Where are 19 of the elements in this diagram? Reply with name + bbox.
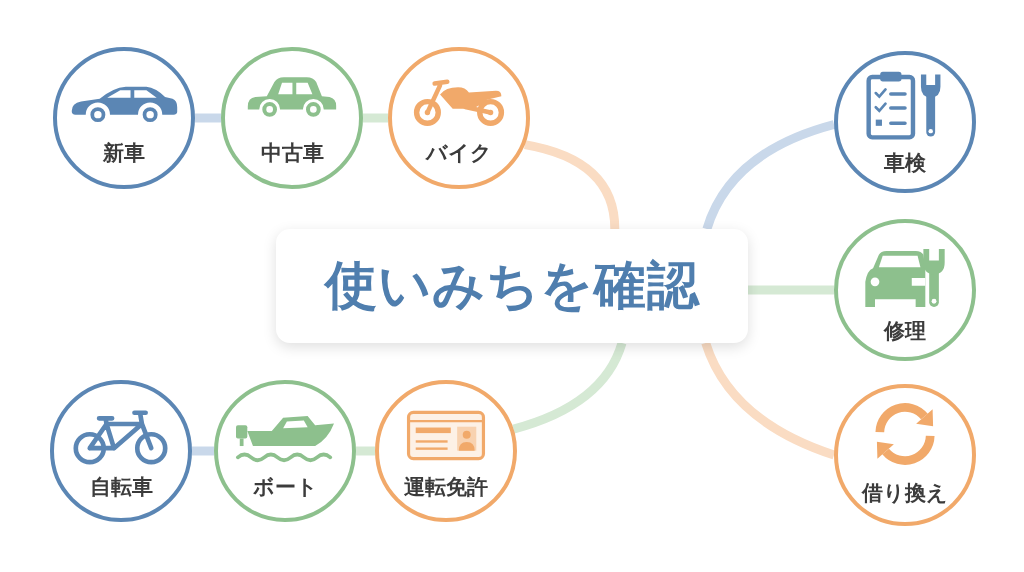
connector-line [363, 113, 388, 123]
connector-line [748, 285, 834, 295]
center-box: 使いみちを確認 [276, 229, 748, 343]
node-label: 運転免許 [404, 473, 488, 500]
node-label: 中古車 [260, 139, 324, 166]
node-label: 借り換え [862, 479, 948, 506]
node-label: 修理 [884, 317, 926, 344]
node-label: ボート [252, 473, 318, 500]
node-label: バイク [426, 139, 492, 166]
connector-line [701, 341, 836, 460]
connector-line [195, 113, 221, 123]
connector-line [523, 140, 620, 230]
connector-line [702, 120, 836, 231]
connector-line [192, 446, 214, 456]
node-label: 自転車 [89, 473, 153, 500]
node-label: 新車 [103, 139, 145, 166]
connector-line [356, 446, 375, 456]
node-label: 車検 [884, 149, 926, 176]
connector-line [512, 341, 627, 434]
